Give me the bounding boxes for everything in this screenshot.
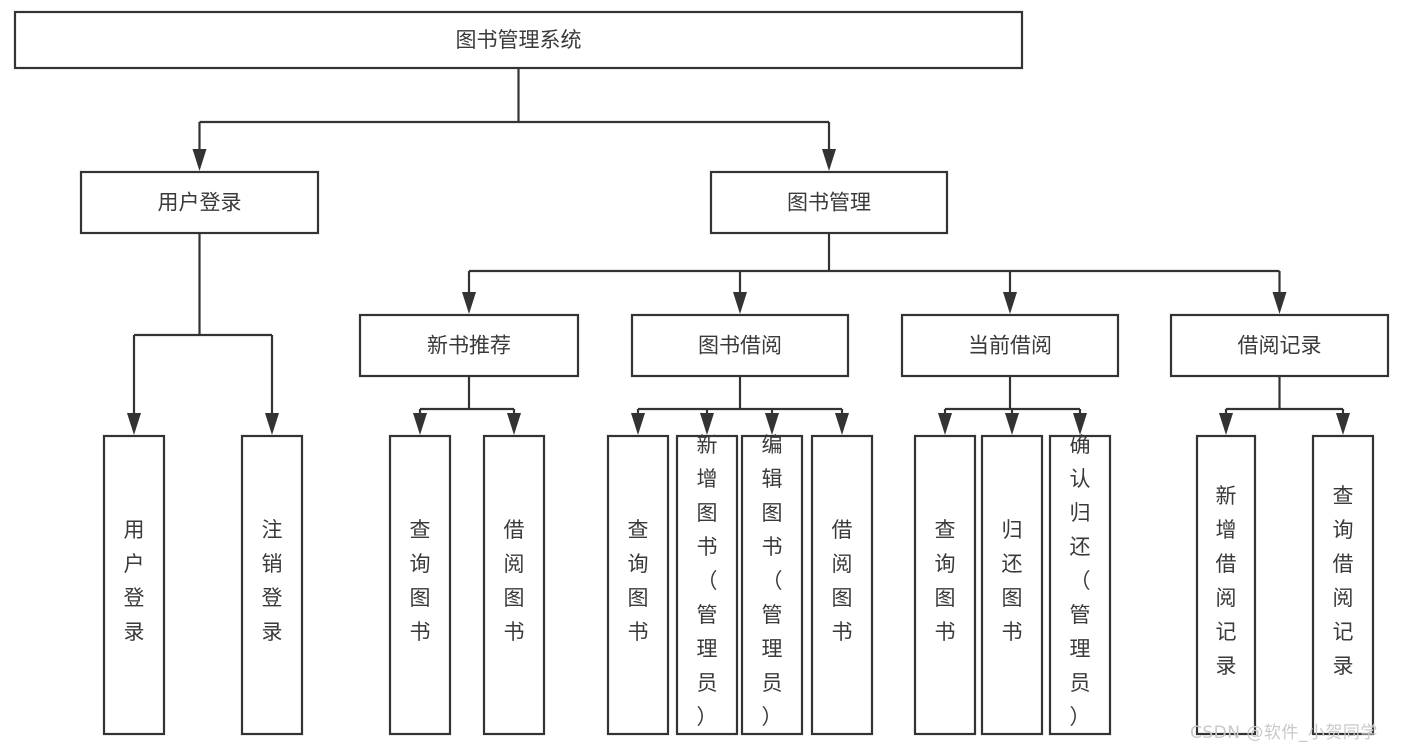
arrow-head-icon xyxy=(700,413,714,435)
node-box[interactable] xyxy=(740,434,804,736)
node-label: 新增借阅记录 xyxy=(1216,484,1237,678)
node-l3-user-logout[interactable]: 注销登录 xyxy=(240,434,304,736)
arrow-head-icon xyxy=(1073,413,1087,435)
node-l1-book[interactable]: 图书管理 xyxy=(709,170,949,235)
node-label: 借阅记录 xyxy=(1238,334,1322,358)
connector-group xyxy=(192,68,836,171)
node-l3-cb-query[interactable]: 查询图书 xyxy=(913,434,977,736)
connector-group xyxy=(462,233,1287,314)
node-layer: 图书管理系统用户登录图书管理新书推荐图书借阅当前借阅借阅记录用户登录注销登录查询… xyxy=(13,10,1390,736)
node-box[interactable] xyxy=(900,313,1120,378)
node-l3-rec-query[interactable]: 查询借阅记录 xyxy=(1311,434,1375,736)
node-label: 用户登录 xyxy=(124,518,145,644)
node-l1-user[interactable]: 用户登录 xyxy=(79,170,320,235)
connector-group xyxy=(631,376,849,435)
node-box[interactable] xyxy=(79,170,320,235)
node-box[interactable] xyxy=(1169,313,1390,378)
arrow-head-icon xyxy=(938,413,952,435)
node-box[interactable] xyxy=(810,434,874,736)
node-l3-user-login[interactable]: 用户登录 xyxy=(102,434,166,736)
connector-layer xyxy=(127,68,1350,435)
arrow-head-icon xyxy=(822,149,836,171)
node-box[interactable] xyxy=(240,434,304,736)
connector-group xyxy=(938,376,1087,435)
arrow-head-icon xyxy=(733,292,747,314)
node-l3-nb-borrow[interactable]: 借阅图书 xyxy=(482,434,546,736)
arrow-head-icon xyxy=(1003,292,1017,314)
node-box[interactable] xyxy=(13,10,1024,70)
node-box[interactable] xyxy=(388,434,452,736)
connector-group xyxy=(1219,376,1350,435)
node-root[interactable]: 图书管理系统 xyxy=(13,10,1024,70)
node-box[interactable] xyxy=(630,313,850,378)
node-box[interactable] xyxy=(606,434,670,736)
node-label: 确认归还（管理员） xyxy=(1070,433,1091,729)
node-box[interactable] xyxy=(102,434,166,736)
node-l2-newbook[interactable]: 新书推荐 xyxy=(358,313,580,378)
node-label: 注销登录 xyxy=(262,518,283,644)
arrow-head-icon xyxy=(413,413,427,435)
arrow-head-icon xyxy=(1272,292,1287,314)
node-box[interactable] xyxy=(1048,434,1112,736)
arrow-head-icon xyxy=(1336,413,1350,435)
arrow-head-icon xyxy=(127,413,141,435)
node-box[interactable] xyxy=(482,434,546,736)
csdn-watermark: CSDN @软件_小贺同学 xyxy=(1190,723,1378,743)
connector-group xyxy=(127,233,279,435)
node-label: 查询借阅记录 xyxy=(1333,484,1354,678)
node-box[interactable] xyxy=(913,434,977,736)
node-label: 借阅图书 xyxy=(504,518,525,644)
node-label: 新书推荐 xyxy=(427,334,511,358)
node-l2-current[interactable]: 当前借阅 xyxy=(900,313,1120,378)
node-label: 图书管理系统 xyxy=(456,28,582,52)
node-label: 查询图书 xyxy=(410,518,431,644)
node-box[interactable] xyxy=(1195,434,1257,736)
node-label: 图书管理 xyxy=(787,191,871,215)
node-box[interactable] xyxy=(358,313,580,378)
arrow-head-icon xyxy=(462,292,476,314)
node-l2-record[interactable]: 借阅记录 xyxy=(1169,313,1390,378)
node-label: 查询图书 xyxy=(935,518,956,644)
node-l3-bb-add[interactable]: 新增图书（管理员） xyxy=(675,433,739,736)
node-box[interactable] xyxy=(675,434,739,736)
node-label: 归还图书 xyxy=(1002,518,1023,644)
node-box[interactable] xyxy=(709,170,949,235)
arrow-head-icon xyxy=(631,413,645,435)
arrow-head-icon xyxy=(765,413,779,435)
node-label: 借阅图书 xyxy=(832,518,853,644)
arrow-head-icon xyxy=(265,413,279,435)
node-l3-cb-confirm[interactable]: 确认归还（管理员） xyxy=(1048,433,1112,736)
arrow-head-icon xyxy=(192,149,207,171)
arrow-head-icon xyxy=(835,413,849,435)
node-l3-nb-query[interactable]: 查询图书 xyxy=(388,434,452,736)
node-box[interactable] xyxy=(1311,434,1375,736)
node-label: 用户登录 xyxy=(158,191,242,215)
arrow-head-icon xyxy=(1005,413,1019,435)
arrow-head-icon xyxy=(1219,413,1233,435)
node-label: 查询图书 xyxy=(628,518,649,644)
connector-group xyxy=(413,376,521,435)
node-l2-borrow[interactable]: 图书借阅 xyxy=(630,313,850,378)
node-label: 当前借阅 xyxy=(968,334,1052,358)
node-label: 编辑图书（管理员） xyxy=(762,433,783,729)
arrow-head-icon xyxy=(507,413,521,435)
node-box[interactable] xyxy=(980,434,1044,736)
node-l3-rec-add[interactable]: 新增借阅记录 xyxy=(1195,434,1257,736)
node-label: 新增图书（管理员） xyxy=(697,433,718,729)
node-l3-bb-edit[interactable]: 编辑图书（管理员） xyxy=(740,433,804,736)
node-l3-bb-borrow[interactable]: 借阅图书 xyxy=(810,434,874,736)
node-l3-bb-query[interactable]: 查询图书 xyxy=(606,434,670,736)
node-label: 图书借阅 xyxy=(698,334,782,358)
node-l3-cb-return[interactable]: 归还图书 xyxy=(980,434,1044,736)
